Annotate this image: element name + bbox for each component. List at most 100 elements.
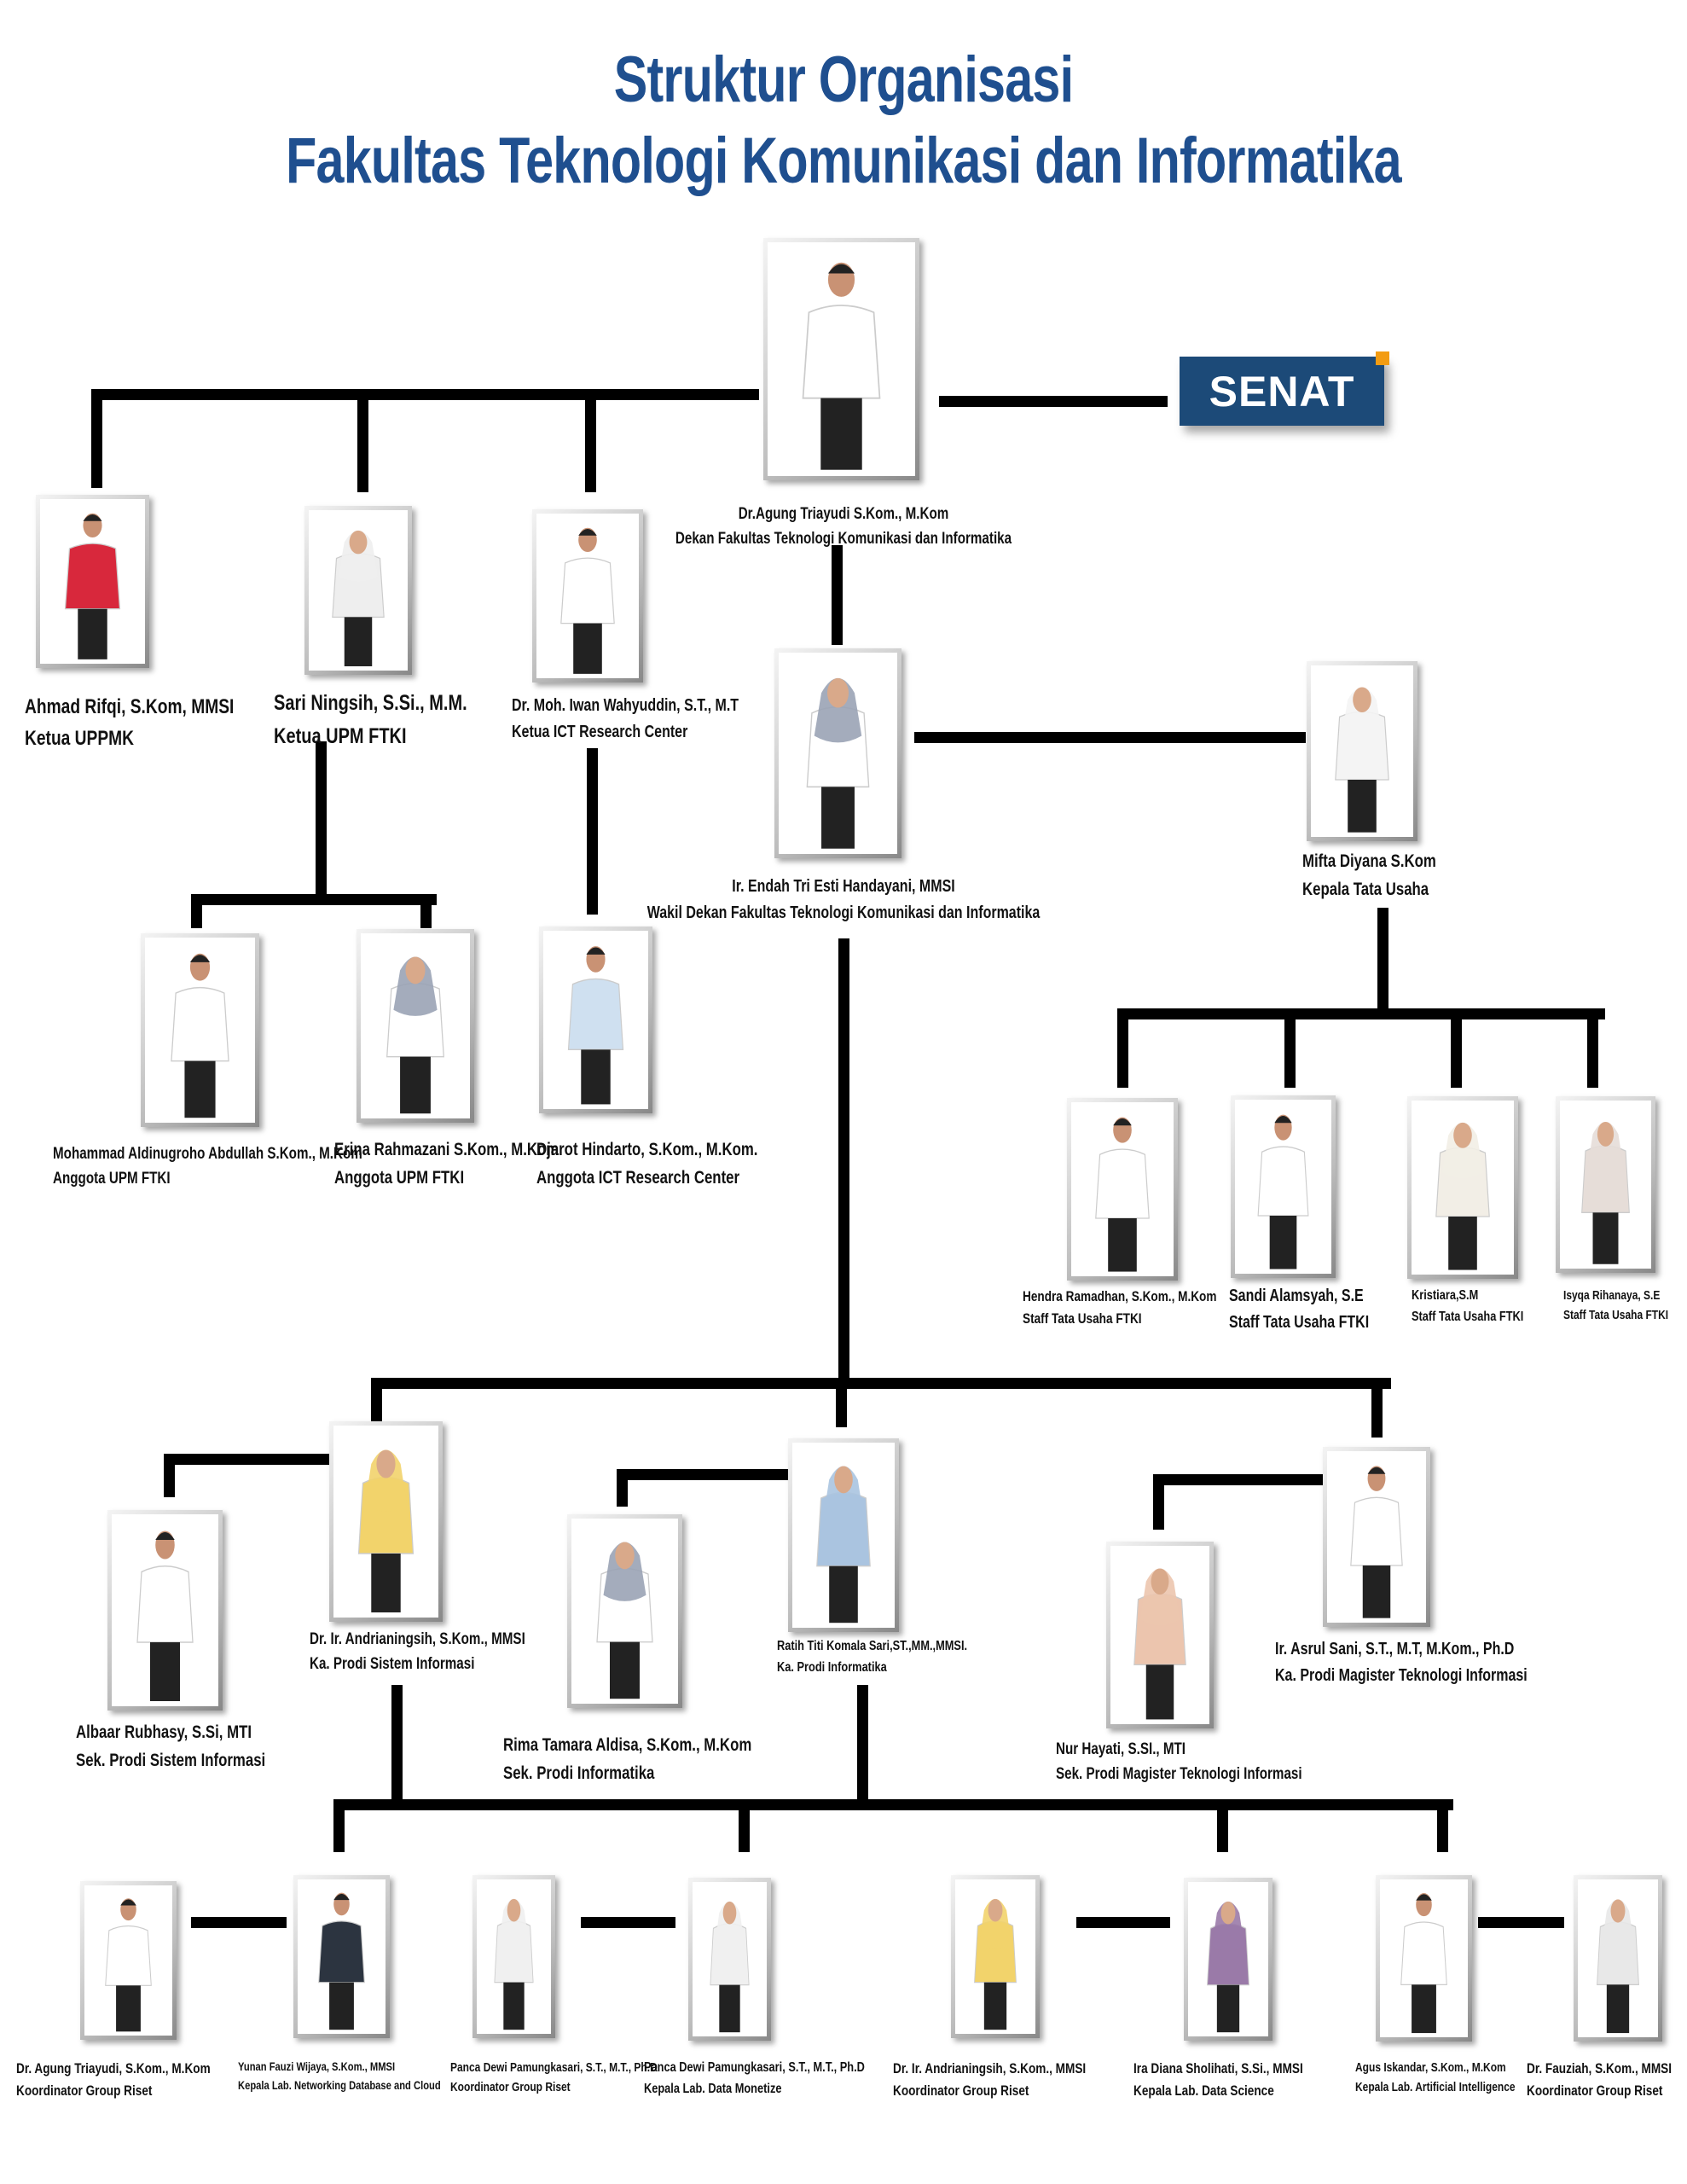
person-name: Ratih Titi Komala Sari,ST.,MM.,MMSI. — [777, 1639, 968, 1653]
connector-line — [856, 1684, 868, 1810]
person-name: Dr. Fauziah, S.Kom., MMSI — [1527, 2060, 1673, 2077]
photo-card-b8 — [1574, 1875, 1662, 2042]
portrait-photo — [1110, 1546, 1209, 1724]
portrait-photo — [693, 1882, 767, 2036]
person-name: Erina Rahmazani S.Kom., M.Kom — [334, 1140, 559, 1159]
photo-card-erina — [357, 929, 474, 1123]
photo-card-andri — [329, 1421, 443, 1622]
photo-card-albaar — [107, 1510, 223, 1711]
portrait-photo — [145, 938, 255, 1123]
person-role: Staff Tata Usaha FTKI — [1229, 1313, 1370, 1332]
caption-djarot: Djarot Hindarto, S.Kom., M.Kom.Anggota I… — [536, 1136, 757, 1192]
portrait-photo — [571, 1519, 678, 1704]
photo-card-iwan — [532, 509, 643, 682]
person-name: Mohammad Aldinugroho Abdullah S.Kom., M.… — [53, 1145, 362, 1163]
portrait-photo — [779, 653, 897, 854]
person-name: Panca Dewi Pamungkasari, S.T., M.T., Ph.… — [450, 2060, 658, 2075]
connector-line — [1586, 1008, 1598, 1088]
connector-line — [580, 1916, 675, 1928]
photo-card-nur — [1106, 1542, 1214, 1728]
person-name: Kristiara,S.M — [1412, 1288, 1479, 1303]
person-role: Sek. Prodi Magister Teknologi Informasi — [1056, 1765, 1302, 1784]
connector-line — [190, 893, 202, 928]
person-name: Yunan Fauzi Wijaya, S.Kom., MMSI — [238, 2059, 396, 2073]
portrait-photo — [955, 1879, 1035, 2034]
person-role: Kepala Tata Usaha — [1302, 879, 1429, 899]
photo-card-isyqa — [1556, 1096, 1655, 1273]
connector-line — [1371, 1377, 1383, 1438]
photo-card-sari — [304, 506, 412, 675]
portrait-photo — [112, 1514, 218, 1706]
person-role: Staff Tata Usaha FTKI — [1412, 1309, 1524, 1324]
caption-nur: Nur Hayati, S.SI., MTI Sek. Prodi Magiste… — [1056, 1737, 1302, 1787]
person-name: Hendra Ramadhan, S.Kom., M.Kom — [1023, 1288, 1217, 1304]
person-role: Anggota UPM FTKI — [53, 1170, 171, 1188]
caption-kristiara: Kristiara,S.M Staff Tata Usaha FTKI — [1412, 1286, 1523, 1328]
portrait-photo — [1380, 1879, 1468, 2037]
photo-card-b3 — [472, 1875, 555, 2038]
connector-line — [163, 1453, 175, 1497]
photo-card-kristiara — [1407, 1096, 1518, 1279]
connector-line — [333, 1798, 345, 1852]
person-role: Kepala Lab. Artificial Intelligence — [1355, 2080, 1516, 2095]
person-role: Ka. Prodi Sistem Informasi — [310, 1655, 475, 1674]
connector-line — [315, 741, 327, 905]
portrait-photo — [1560, 1101, 1651, 1269]
person-role: Koordinator Group Riset — [450, 2080, 571, 2095]
connector-line — [938, 395, 1168, 407]
person-name: Dr. Ir. Andrianingsih, S.Kom., MMSI — [893, 2060, 1087, 2077]
person-name: Djarot Hindarto, S.Kom., M.Kom. — [536, 1140, 758, 1159]
connector-line — [190, 1916, 287, 1928]
chart-title-line2: Fakultas Teknologi Komunikasi dan Inform… — [286, 125, 1402, 197]
photo-card-rima — [567, 1514, 682, 1708]
photo-card-b7 — [1376, 1875, 1472, 2042]
portrait-photo — [536, 514, 639, 678]
person-name: Rima Tamara Aldisa, S.Kom., M.Kom — [503, 1735, 752, 1755]
portrait-photo — [84, 1885, 172, 2036]
caption-b3: Panca Dewi Pamungkasari, S.T., M.T., Ph.… — [450, 2058, 658, 2098]
senat-accent-square — [1376, 351, 1389, 365]
portrait-photo — [1071, 1102, 1174, 1276]
connector-line — [420, 893, 432, 928]
person-name: Panca Dewi Pamungkasari, S.T., M.T., Ph.… — [644, 2060, 865, 2075]
person-role: Ketua UPPMK — [25, 727, 135, 751]
connector-line — [333, 1798, 1453, 1810]
caption-b4: Panca Dewi Pamungkasari, S.T., M.T., Ph.… — [644, 2058, 865, 2100]
connector-line — [1450, 1008, 1462, 1088]
person-name: Sandi Alamsyah, S.E — [1229, 1287, 1364, 1305]
connector-line — [1436, 1798, 1448, 1852]
portrait-photo — [1311, 665, 1413, 837]
connector-line — [1152, 1473, 1164, 1530]
photo-card-b1 — [80, 1881, 177, 2040]
connector-line — [90, 388, 102, 488]
connector-line — [586, 747, 598, 915]
person-role: Ka. Prodi Magister Teknologi Informasi — [1275, 1666, 1528, 1685]
connector-line — [1377, 907, 1388, 1019]
photo-card-b5 — [951, 1875, 1040, 2038]
senat-label: SENAT — [1209, 367, 1355, 415]
portrait-photo — [768, 242, 915, 476]
caption-ratih: Ratih Titi Komala Sari,ST.,MM.,MMSI.Ka. … — [777, 1636, 967, 1679]
portrait-photo — [361, 933, 470, 1118]
caption-sandi: Sandi Alamsyah, S.E Staff Tata Usaha FTKI — [1229, 1283, 1369, 1336]
connector-line — [1284, 1008, 1296, 1088]
person-name: Albaar Rubhasy, S.Si, MTI — [76, 1722, 252, 1742]
person-name: Nur Hayati, S.SI., MTI — [1056, 1740, 1186, 1758]
photo-card-sandi — [1231, 1095, 1336, 1278]
portrait-photo — [477, 1879, 551, 2034]
photo-card-ahmad — [36, 495, 149, 668]
connector-line — [835, 1377, 847, 1427]
connector-line — [1477, 1916, 1564, 1928]
connector-line — [190, 893, 437, 905]
caption-mohammad: Mohammad Aldinugroho Abdullah S.Kom., M.… — [53, 1141, 362, 1192]
